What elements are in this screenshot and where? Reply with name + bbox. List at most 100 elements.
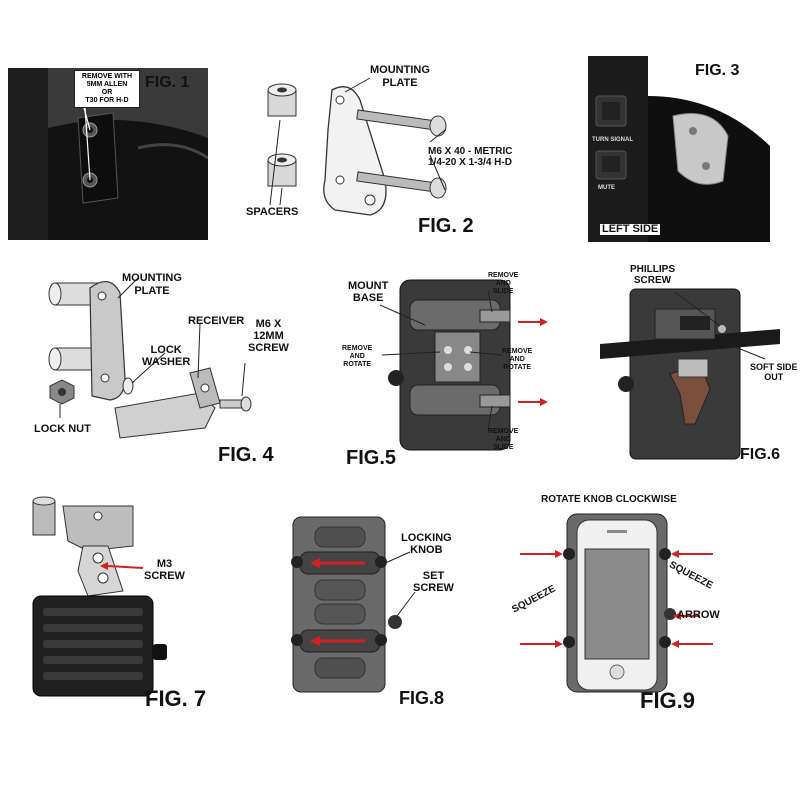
fig8-label: FIG.8 [399,688,445,708]
label-line: SCREW [413,582,454,594]
label-line: BASE [352,292,384,304]
fig5-arrow-bottom [518,398,548,406]
fig8-locking-knob-label: LOCKING KNOB [401,532,452,556]
fig5-drawing [379,279,548,451]
fig9-arrow-knob [673,612,700,620]
fig5-panel: MOUNT BASE REMOVE AND SLIDE REMOVE AND R… [340,270,560,470]
label-line: MOUNT [348,280,389,292]
label-line: AND [509,356,525,363]
fig4-receiver-label: RECEIVER [188,315,245,327]
spacer-top [267,83,297,117]
fig3-panel: TURN SIGNAL MUTE LEFT SIDE [588,56,770,242]
fig6-label: FIG.6 [740,446,781,463]
fig3-label: FIG. 3 [695,62,740,79]
fig8-arrow-bottom [310,636,365,646]
fig8-set-screw-label: SET SCREW [413,570,454,594]
label-line: PLATE [134,285,170,297]
fig5-remove-rotate-right: REMOVE AND ROTATE [502,348,532,372]
label-line: SOFT SIDE [750,362,798,372]
fig4-drawing [48,277,252,439]
fig2-spacers-label: SPACERS [246,206,299,218]
label-line: REMOVE [488,428,519,435]
fig7-label: FIG. 7 [145,686,207,711]
fig6-phillips-label: PHILLIPS SCREW [630,264,675,286]
fig6-panel: PHILLIPS SCREW SOFT SIDE OUT [600,264,798,464]
fig2-panel: MOUNTING PLATE M6 X 40 - METRIC 1/4-20 X… [240,60,512,245]
spacer-bottom [267,153,297,187]
fig8-panel: LOCKING KNOB SET SCREW [285,512,470,702]
label-line: MOUNTING [370,64,430,76]
label-line: ROTATE [503,364,532,371]
label-line: 1/4-20 X 1-3/4 H-D [428,157,512,168]
fig2-mounting-plate-label: MOUNTING PLATE [370,64,430,90]
fig4-screw-label: M6 X 12MM SCREW [248,318,289,354]
mounting-plate-shape [323,86,387,216]
fig1-note-line: T30 FOR H-D [85,97,129,104]
fig6-soft-side-label: SOFT SIDE OUT [750,362,798,382]
fig5-remove-slide-top: REMOVE AND SLIDE [488,272,518,296]
fig4-panel: MOUNTING PLATE RECEIVER M6 X 12MM SCREW … [30,268,300,468]
fig5-remove-rotate-left: REMOVE AND ROTATE [342,345,372,369]
fig1-note-line: OR [101,89,113,96]
fig9-arrow-br [671,640,713,648]
fig1-label: FIG. 1 [145,74,190,91]
fig5-label: FIG.5 [346,447,397,469]
fig4-lock-nut-label: LOCK NUT [34,423,91,435]
fig5-remove-slide-bottom: REMOVE AND SLIDE [488,428,518,452]
fig9-label: FIG.9 [640,688,696,713]
label-line: WASHER [142,356,191,368]
fig3-left-side-label: LEFT SIDE [600,223,661,235]
label-line: M3 [156,558,173,570]
label-line: REMOVE [502,348,533,355]
fig7-m3-label: M3 SCREW [144,558,185,582]
label-line: SCREW [633,275,672,286]
fig4-lock-washer-label: LOCK WASHER [142,344,190,368]
bolt-top [356,109,447,137]
fig5-mount-base-label: MOUNT BASE [348,280,388,304]
label-line: REMOVE [342,345,373,352]
fig4-label: FIG. 4 [218,444,274,466]
fig9-arrow-tl [520,550,563,558]
label-line: MOUNTING [122,272,182,284]
fig8-drawing [291,516,416,693]
label-line: KNOB [410,544,443,556]
fig9-drawing [520,513,713,693]
fig3-switch-turn: TURN SIGNAL [592,137,633,143]
fig1-panel: REMOVE WITH 5MM ALLEN OR T30 FOR H-D [8,68,208,240]
label-line: ROTATE [343,361,372,368]
fig1-note-line: REMOVE WITH [81,73,133,80]
fig9-panel: ROTATE KNOB CLOCKWISE [505,494,795,714]
fig7-drawing [32,496,167,697]
label-line: SCREW [144,570,185,582]
label-line: SET [422,570,445,582]
fig9-arrow-label: ARROW [677,609,720,621]
label-line: OUT [764,372,784,382]
fig2-label: FIG. 2 [418,215,474,237]
fig5-arrow-top [518,318,548,326]
fig6-drawing [600,288,780,460]
label-line: AND [495,436,511,443]
label-line: PHILLIPS [630,264,676,275]
label-line: SCREW [248,342,289,354]
label-line: 12MM [253,330,284,342]
fig8-arrow-top [310,558,365,568]
fig3-switch-mute: MUTE [598,185,615,191]
label-line: REMOVE [488,272,519,279]
label-line: LOCKING [401,532,452,544]
fig4-mounting-plate-label: MOUNTING PLATE [122,272,182,298]
fig9-rotate-knob-label: ROTATE KNOB CLOCKWISE [541,494,677,505]
label-line: LOCK [150,344,182,356]
label-line: AND [495,280,511,287]
fig1-note: REMOVE WITH 5MM ALLEN OR T30 FOR H-D [74,70,140,108]
fig7-panel: M3 SCREW [28,496,228,706]
label-line: AND [349,353,365,360]
label-line: SLIDE [492,288,514,295]
fig9-arrow-tr [671,550,713,558]
fig9-arrow-bl [520,640,563,648]
label-line: SLIDE [492,444,514,451]
fig2-bolt-spec-label: M6 X 40 - METRIC 1/4-20 X 1-3/4 H-D [428,146,512,168]
label-line: M6 X 40 - METRIC [428,146,513,157]
label-line: M6 X [255,318,282,330]
label-line: PLATE [382,77,418,89]
fig2-drawing [267,77,447,216]
